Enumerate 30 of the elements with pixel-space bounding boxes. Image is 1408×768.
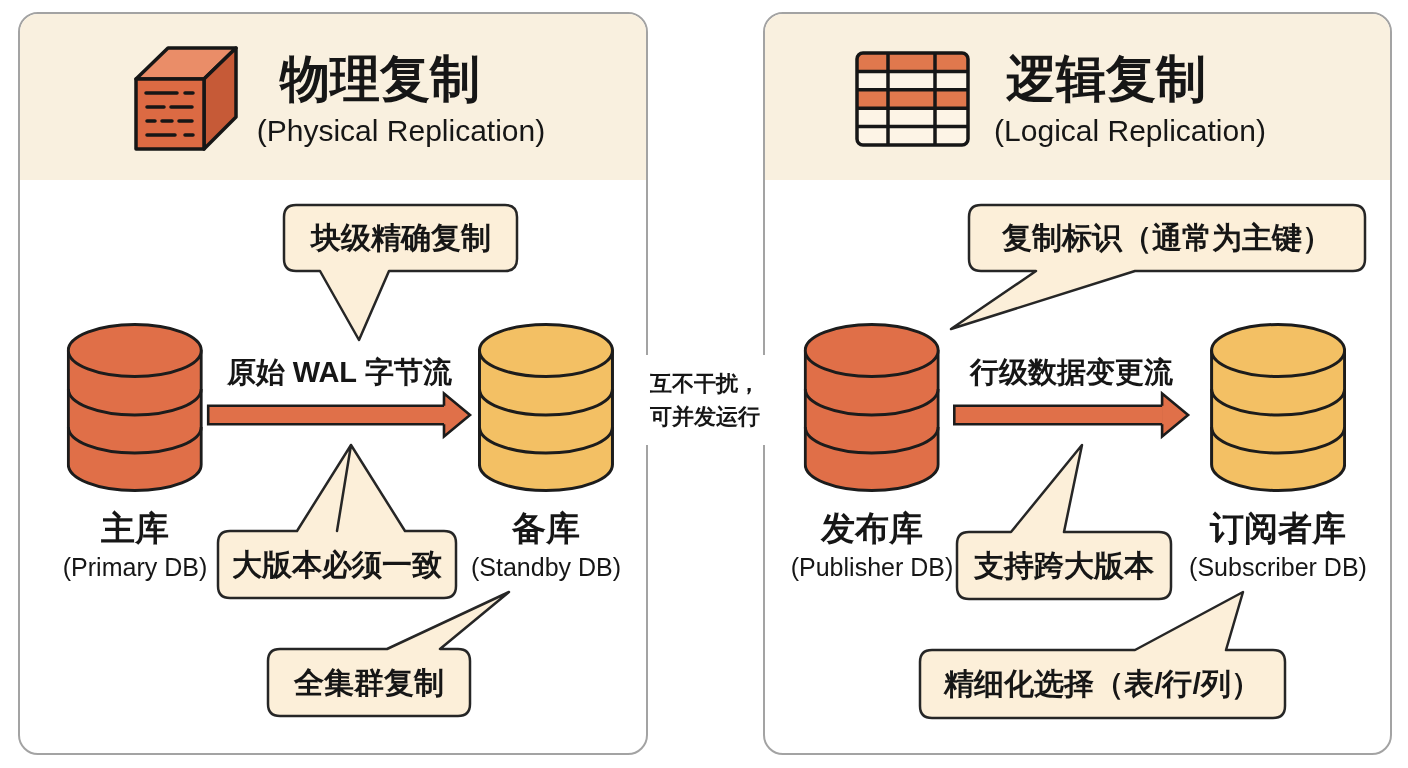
database-name: 订阅者库: [1210, 509, 1346, 549]
callout-text: 支持跨大版本: [974, 548, 1154, 583]
callout-text: 全集群复制: [294, 665, 444, 700]
callout-text: 精细化选择（表/行/列）: [944, 666, 1261, 702]
speech-bubble: [281, 202, 520, 343]
panel-subtitle: (Physical Replication): [256, 113, 546, 149]
speech-bubble: [917, 589, 1288, 721]
panel: [18, 12, 648, 755]
callout-text: 块级精确复制: [310, 220, 491, 256]
panel-title: 逻辑复制: [1006, 51, 1206, 109]
database-name: 备库: [512, 509, 580, 549]
callout-text: 复制标识（通常为主键）: [1002, 220, 1332, 256]
panel: [763, 12, 1392, 755]
database-subtitle: (Standby DB): [470, 553, 622, 582]
database-name: 主库: [101, 509, 169, 549]
database-name: 发布库: [821, 509, 923, 549]
database-subtitle: (Subscriber DB): [1189, 553, 1367, 582]
callout-text: 大版本必须一致: [232, 547, 442, 582]
arrow: [953, 392, 1190, 438]
database-subtitle: (Publisher DB): [790, 553, 954, 582]
speech-bubble: [954, 442, 1174, 602]
database-subtitle: (Primary DB): [62, 553, 208, 582]
speech-bubble: [215, 442, 459, 601]
edge-label: 行级数据变更流: [969, 356, 1173, 390]
speech-bubble: [265, 589, 512, 719]
edge-label: 原始 WAL 字节流: [226, 356, 452, 390]
speech-bubble: [948, 202, 1368, 332]
panel-title: 物理复制: [280, 51, 480, 109]
panel-subtitle: (Logical Replication): [994, 113, 1266, 149]
arrow: [206, 392, 472, 438]
